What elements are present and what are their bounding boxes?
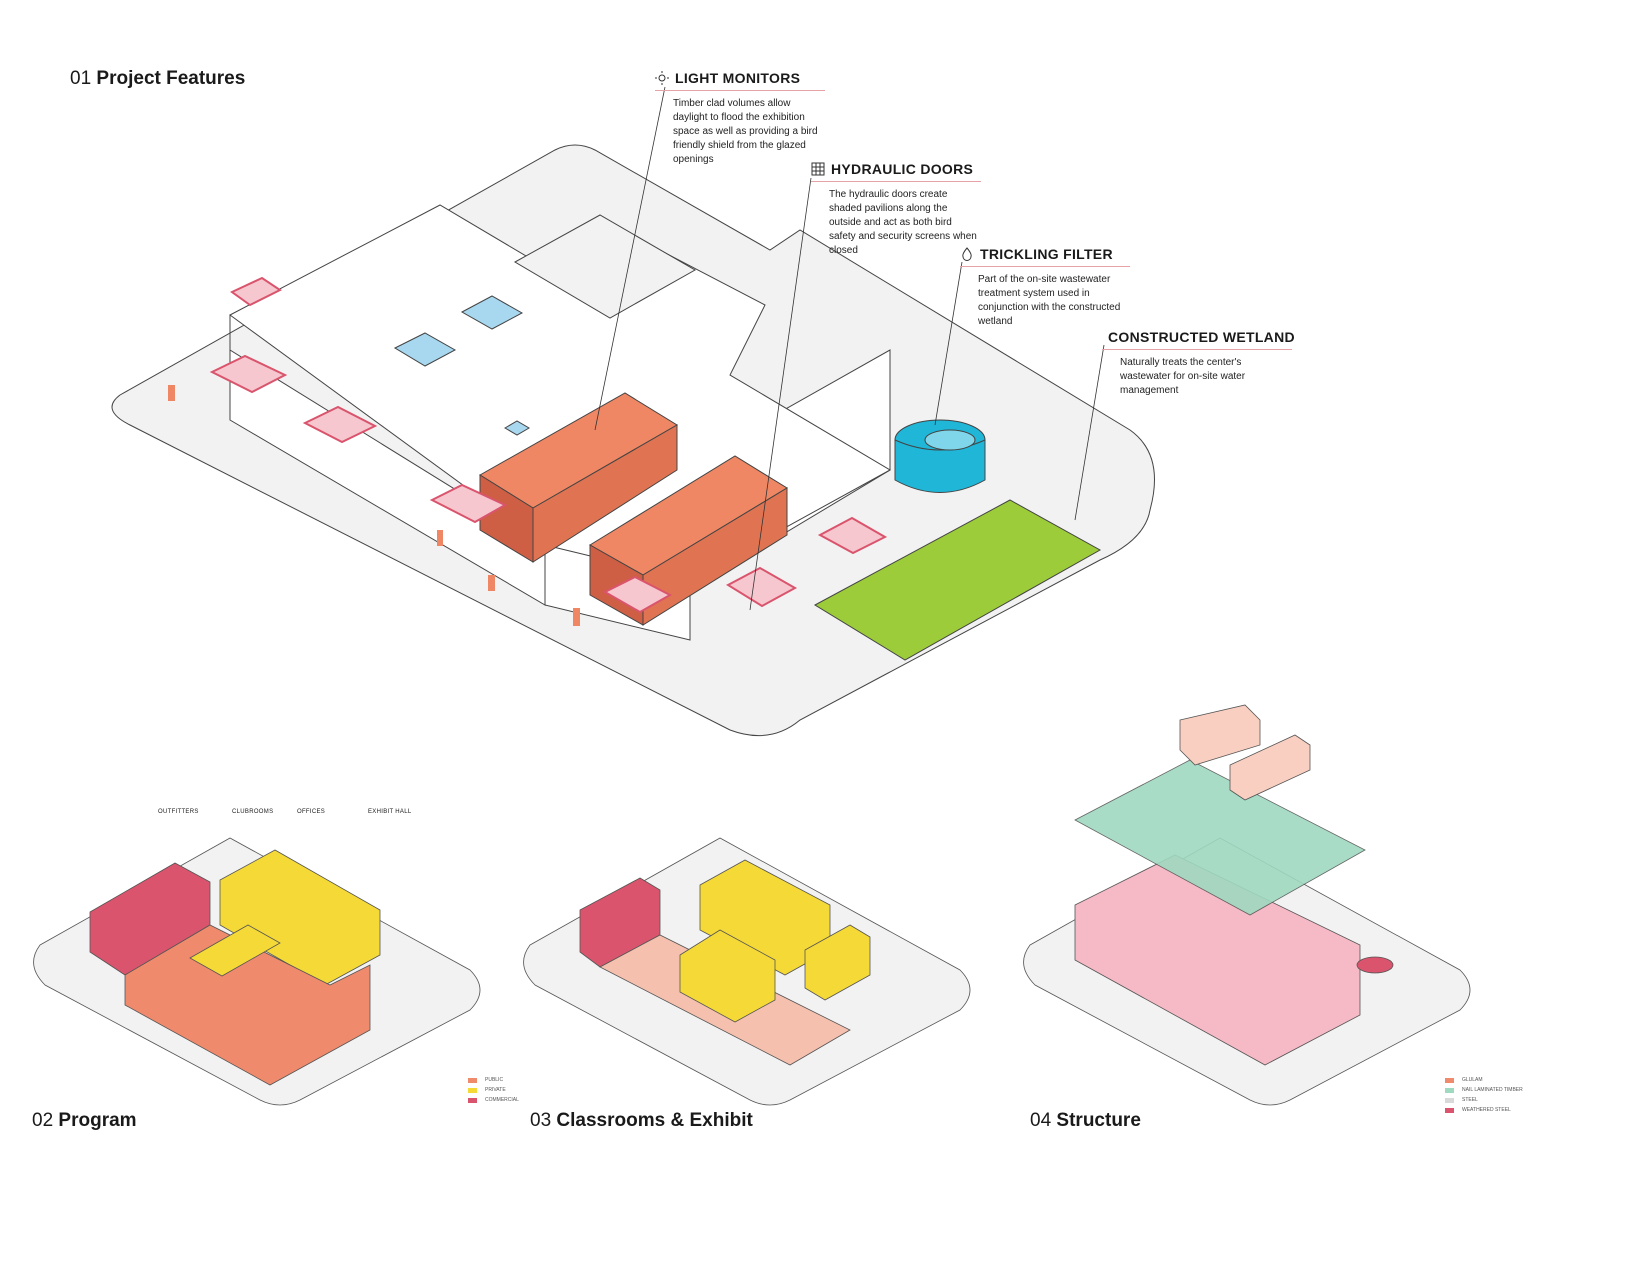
section-title-structure: 04 Structure (1030, 1110, 1141, 1131)
structure-filter (1356, 956, 1394, 974)
legend-swatch (1445, 1077, 1454, 1083)
structure-monitor-1 (1179, 704, 1261, 766)
skylight-1 (393, 332, 457, 367)
section-title-program: 02 Program (32, 1110, 137, 1131)
program-label-outfitters: OUTFITTERS (158, 809, 199, 815)
skylight-3 (504, 420, 530, 436)
leader-lines (594, 86, 1105, 611)
classrooms-private-2 (679, 929, 776, 1023)
feature-hydraulic-doors-head: HYDRAULIC DOORS (811, 161, 981, 182)
classrooms-diagram (523, 837, 971, 1106)
legend-row-weathered-steel: WEATHERED STEEL (1445, 1105, 1523, 1115)
feature-light-monitors-head: LIGHT MONITORS (655, 70, 825, 91)
section-title-project-features: 01 Project Features (70, 68, 246, 89)
classrooms-private-3 (804, 924, 871, 1001)
skylight-2 (460, 295, 524, 330)
legend-swatch (1445, 1107, 1454, 1113)
feature-trickling-filter: TRICKLING FILTER Part of the on-site was… (960, 246, 1130, 329)
courtyard (513, 214, 697, 319)
feature-constructed-wetland-text: Naturally treats the center's wastewater… (1120, 357, 1246, 396)
structure-diagram (1023, 704, 1471, 1106)
program-diagram (33, 837, 481, 1106)
trickling-filter-body (894, 439, 986, 493)
program-label-clubrooms: CLUBROOMS (232, 809, 274, 815)
structure-clt-roof (1074, 759, 1366, 916)
legend-swatch (1445, 1097, 1454, 1103)
feature-hydraulic-doors-text: The hydraulic doors create shaded pavili… (829, 189, 977, 256)
legend-row-public: PUBLIC (468, 1075, 519, 1085)
trickling-filter-inner (924, 429, 976, 451)
legend-swatch (468, 1087, 477, 1093)
legend-swatch (1445, 1087, 1454, 1093)
program-legend: PUBLIC PRIVATE COMMERCIAL (468, 1075, 519, 1105)
legend-row-nlt: NAIL LAMINATED TIMBER (1445, 1085, 1523, 1095)
people-figures (168, 385, 580, 626)
feature-light-monitors: LIGHT MONITORS Timber clad volumes allow… (655, 70, 825, 167)
section-title-classrooms-exhibit: 03 Classrooms & Exhibit (530, 1110, 753, 1131)
feature-trickling-filter-head: TRICKLING FILTER (960, 246, 1130, 267)
program-public-top (189, 924, 281, 977)
feature-constructed-wetland: CONSTRUCTED WETLAND Naturally treats the… (1102, 329, 1295, 398)
feature-light-monitors-text: Timber clad volumes allow daylight to fl… (673, 98, 818, 165)
feature-constructed-wetland-head: CONSTRUCTED WETLAND (1102, 329, 1295, 350)
legend-row-private: PRIVATE (468, 1085, 519, 1095)
feature-hydraulic-doors: HYDRAULIC DOORS The hydraulic doors crea… (811, 161, 981, 258)
program-label-exhibit-hall: EXHIBIT HALL (368, 809, 412, 815)
light-monitor-1-side (532, 424, 678, 563)
constructed-wetland (813, 499, 1102, 661)
droplet-icon (962, 247, 972, 261)
sun-icon (655, 71, 669, 85)
program-label-offices: OFFICES (297, 809, 326, 815)
legend-row-commercial: COMMERCIAL (468, 1095, 519, 1105)
main-axonometric (111, 86, 1155, 737)
legend-row-glulam: GLULAM (1445, 1075, 1523, 1085)
grid-icon (811, 162, 825, 176)
legend-swatch (468, 1077, 477, 1083)
hydraulic-doors (209, 276, 888, 614)
legend-swatch (468, 1097, 477, 1103)
structure-legend: GLULAM NAIL LAMINATED TIMBER STEEL WEATH… (1445, 1075, 1523, 1115)
structure-monitor-2 (1229, 734, 1311, 801)
legend-row-steel: STEEL (1445, 1095, 1523, 1105)
program-private (219, 849, 381, 986)
feature-trickling-filter-text: Part of the on-site wastewater treatment… (978, 274, 1121, 327)
